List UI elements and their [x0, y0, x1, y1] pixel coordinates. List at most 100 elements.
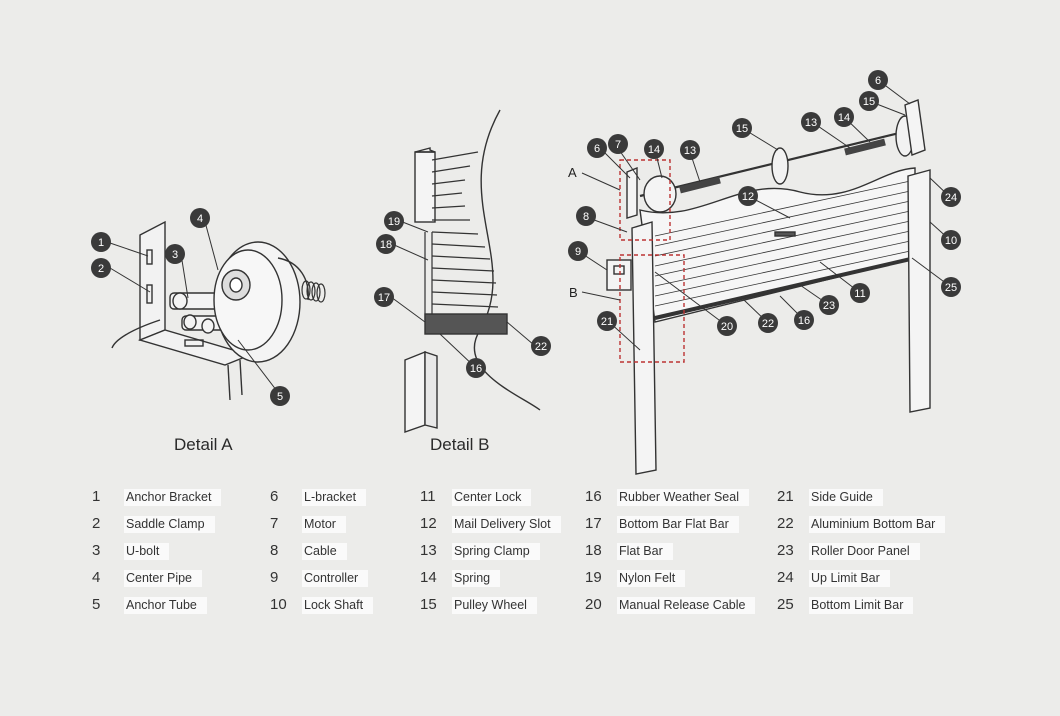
legend-label: Nylon Felt — [617, 570, 686, 587]
legend-number: 12 — [420, 515, 437, 532]
callout-m6: 6 — [587, 138, 607, 158]
curtain-edge — [473, 109, 541, 411]
bracket-slot — [146, 284, 153, 304]
controller-shape — [606, 259, 632, 291]
legend-label: Rubber Weather Seal — [617, 489, 749, 506]
legend-label: Bottom Bar Flat Bar — [617, 516, 739, 533]
callout-circle — [376, 234, 396, 254]
detail-b-title: Detail B — [430, 435, 490, 454]
callout-a1: 1 — [91, 232, 111, 252]
callout-circle — [941, 187, 961, 207]
legend-label: Spring — [452, 570, 501, 587]
callout-number: 22 — [762, 318, 774, 330]
callout-number: 4 — [197, 213, 203, 225]
callout-m14: 14 — [644, 139, 664, 159]
spring-coils — [301, 280, 326, 303]
callout-b16: 16 — [466, 358, 486, 378]
legend-number: 14 — [420, 569, 437, 586]
cable-line — [111, 319, 161, 349]
legend-label: Side Guide — [809, 489, 883, 506]
callout-number: 12 — [742, 191, 754, 203]
callout-number: 13 — [805, 117, 817, 129]
legend-number: 6 — [270, 488, 279, 505]
motor-shape — [643, 175, 677, 213]
callout-number: 10 — [945, 235, 957, 247]
callout-m24: 24 — [941, 187, 961, 207]
dashed-box-b — [619, 254, 685, 363]
legend-number: 5 — [92, 596, 101, 613]
bracket-slot — [146, 249, 153, 265]
callout-circle — [850, 283, 870, 303]
callout-m13: 13 — [680, 140, 700, 160]
spring-left — [679, 176, 721, 194]
callout-a2: 2 — [91, 258, 111, 278]
legend-label: Saddle Clamp — [124, 516, 215, 533]
legend-number: 22 — [777, 515, 794, 532]
bracket-slot — [184, 339, 204, 347]
detail-a-title: Detail A — [174, 435, 233, 454]
legend-label: Mail Delivery Slot — [452, 516, 561, 533]
callout-number: 8 — [583, 211, 589, 223]
callout-m23: 23 — [819, 295, 839, 315]
callout-m9: 9 — [568, 241, 588, 261]
callout-m20: 20 — [717, 316, 737, 336]
callout-m6r: 6 — [868, 70, 888, 90]
legend-number: 11 — [420, 488, 436, 505]
legend-number: 24 — [777, 569, 794, 586]
legend-label: Bottom Limit Bar — [809, 597, 914, 614]
callout-circle — [794, 310, 814, 330]
callout-number: 23 — [823, 300, 835, 312]
callout-number: 16 — [470, 363, 482, 375]
detail-b-drawing — [404, 109, 541, 433]
slats — [424, 151, 499, 320]
callout-m14r: 14 — [834, 107, 854, 127]
callout-number: 6 — [875, 75, 881, 87]
callout-m10: 10 — [941, 230, 961, 250]
legend-label: Motor — [302, 516, 346, 533]
callout-m11: 11 — [850, 283, 870, 303]
callout-m21: 21 — [597, 311, 617, 331]
callout-circle — [941, 277, 961, 297]
callout-circle — [568, 241, 588, 261]
callout-number: 25 — [945, 282, 957, 294]
callout-m8: 8 — [576, 206, 596, 226]
callout-number: 11 — [854, 288, 865, 300]
legend-item: 19 Nylon Felt — [585, 569, 775, 589]
side-guide-left — [631, 221, 657, 475]
legend-number: 19 — [585, 569, 602, 586]
legend-label: Manual Release Cable — [617, 597, 756, 614]
callout-circle — [190, 208, 210, 228]
callout-circle — [758, 313, 778, 333]
callout-number: 21 — [601, 316, 613, 328]
callout-m7: 7 — [608, 134, 628, 154]
callout-circle — [384, 211, 404, 231]
legend-label: Anchor Bracket — [124, 489, 222, 506]
callout-number: 17 — [378, 292, 390, 304]
roller-door-panel-shape — [639, 167, 916, 323]
callout-number: 19 — [388, 216, 400, 228]
legend-label: Pulley Wheel — [452, 597, 537, 614]
legend-number: 18 — [585, 542, 602, 559]
callout-circle — [834, 107, 854, 127]
legend-number: 4 — [92, 569, 101, 586]
callout-a3: 3 — [165, 244, 185, 264]
callout-circle — [91, 232, 111, 252]
callout-number: 6 — [594, 143, 600, 155]
callout-a5: 5 — [270, 386, 290, 406]
callout-circle — [680, 140, 700, 160]
legend-number: 8 — [270, 542, 279, 559]
callout-m12: 12 — [738, 186, 758, 206]
